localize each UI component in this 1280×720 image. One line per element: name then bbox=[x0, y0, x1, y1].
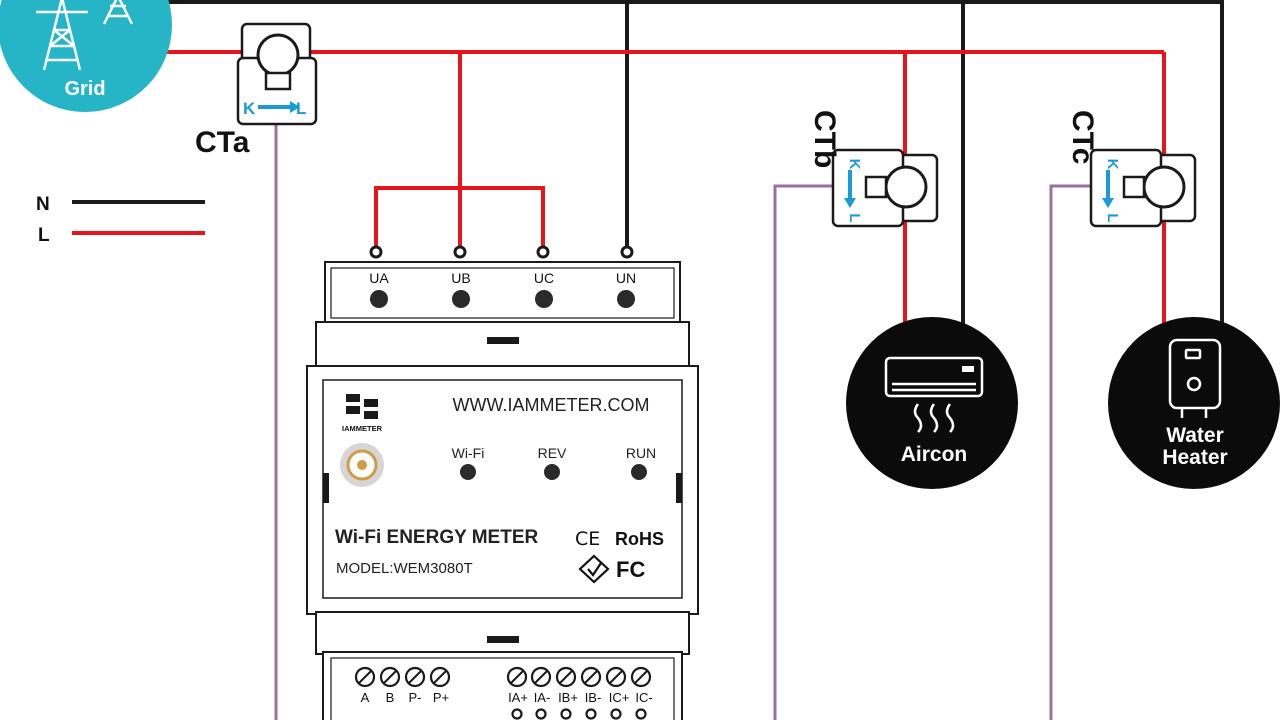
terminal-uc: UC bbox=[534, 245, 554, 308]
ct-b-clamp: K L bbox=[831, 148, 939, 228]
ce-mark: CE bbox=[575, 528, 600, 550]
indicator-rev-label: REV bbox=[538, 445, 567, 461]
legend: N L bbox=[36, 194, 205, 246]
water-heater-icon bbox=[1168, 338, 1222, 418]
meter-title: Wi-Fi ENERGY METER bbox=[335, 527, 538, 548]
energy-meter: UA UB UC UN bbox=[306, 245, 699, 720]
terminal-ua: UA bbox=[369, 245, 389, 308]
aircon-label: Aircon bbox=[901, 443, 968, 466]
fcc-mark: FC bbox=[616, 557, 645, 582]
rcm-mark-icon bbox=[578, 554, 610, 584]
ct-a-l-label: L bbox=[296, 99, 306, 118]
terminal-un: UN bbox=[616, 245, 636, 308]
terminal-ic-plus-label: IC+ bbox=[609, 690, 630, 705]
terminal-b-label: B bbox=[386, 690, 395, 705]
rohs-mark: RoHS bbox=[615, 529, 664, 549]
ct-a-label: CTa bbox=[195, 126, 250, 159]
bottom-terminal-block bbox=[322, 651, 683, 720]
terminal-ub-screw bbox=[452, 290, 470, 308]
ctc-signal-wire bbox=[1049, 184, 1095, 720]
bottom-terminals-right: IA+ IA- IB+ IB- bbox=[506, 666, 653, 720]
terminal-ub-label: UB bbox=[451, 270, 470, 286]
meter-model: MODEL:WEM3080T bbox=[336, 560, 473, 577]
terminal-ub: UB bbox=[451, 245, 471, 308]
ct-a-clamp: K L bbox=[236, 22, 318, 126]
top-terminals: UA UB UC UN bbox=[369, 245, 636, 308]
bottom-din-slot bbox=[487, 636, 519, 643]
right-clip bbox=[676, 473, 682, 503]
grid-circle bbox=[0, 0, 172, 112]
indicator-run-label: RUN bbox=[626, 445, 656, 461]
terminal-p-minus: P- bbox=[404, 666, 426, 705]
legend-live-label: L bbox=[38, 225, 50, 246]
water-heater-label-line1: Water bbox=[1166, 424, 1224, 447]
terminal-p-minus-label: P- bbox=[409, 690, 422, 705]
ct-signal-wires bbox=[274, 118, 1095, 720]
aircon-load: Aircon bbox=[846, 317, 1018, 489]
water-heater-load: Water Heater bbox=[1108, 317, 1280, 489]
water-heater-label-line2: Heater bbox=[1162, 446, 1227, 469]
grid-source: Grid bbox=[0, 0, 172, 112]
ctb-signal-wire bbox=[773, 184, 838, 720]
terminal-ib-minus-label: IB- bbox=[585, 690, 602, 705]
terminal-ia-minus-label: IA- bbox=[534, 690, 551, 705]
terminal-b: B bbox=[379, 666, 401, 705]
terminal-ia-plus-label: IA+ bbox=[508, 690, 528, 705]
indicator-rev-led bbox=[544, 464, 560, 480]
ct-b-label: CTb bbox=[808, 110, 841, 168]
ct-c-clamp: K L bbox=[1089, 148, 1197, 228]
bottom-terminals-left: A B P- P+ bbox=[354, 666, 451, 705]
grid-label: Grid bbox=[64, 78, 105, 100]
terminal-a: A bbox=[354, 666, 376, 705]
ct-c-label: CTc bbox=[1066, 110, 1099, 164]
terminal-ic-plus: IC+ bbox=[605, 666, 630, 720]
terminal-ic-minus: IC- bbox=[630, 666, 653, 720]
aircon-circle bbox=[846, 317, 1018, 489]
terminal-ua-screw bbox=[370, 290, 388, 308]
terminal-ib-minus: IB- bbox=[580, 666, 602, 720]
live-to-meter-ua-uc bbox=[374, 186, 545, 250]
neutral-wires bbox=[140, 0, 1224, 330]
brand-name: IAMMETER bbox=[342, 424, 383, 433]
terminal-ib-plus: IB+ bbox=[555, 666, 578, 720]
terminal-ic-minus-label: IC- bbox=[635, 690, 652, 705]
terminal-a-label: A bbox=[361, 690, 370, 705]
ct-c-l-label: L bbox=[1104, 213, 1121, 222]
air-conditioner-icon bbox=[884, 356, 984, 433]
power-tower-icon bbox=[36, 0, 134, 71]
meter-body bbox=[306, 365, 699, 615]
terminal-un-screw bbox=[617, 290, 635, 308]
indicator-wifi-led bbox=[460, 464, 476, 480]
ct-b-k-label: K bbox=[846, 159, 863, 170]
terminal-un-label: UN bbox=[616, 270, 636, 286]
ct-c-k-label: K bbox=[1104, 159, 1121, 170]
website-text: WWW.IAMMETER.COM bbox=[453, 395, 650, 415]
terminal-p-plus: P+ bbox=[429, 666, 451, 705]
ct-a-k-label: K bbox=[243, 99, 256, 118]
indicator-wifi: Wi-Fi bbox=[452, 445, 485, 480]
ct-b-l-label: L bbox=[846, 213, 863, 222]
indicator-run: RUN bbox=[626, 445, 656, 480]
top-din-slot bbox=[487, 337, 519, 344]
indicator-rev: REV bbox=[538, 445, 567, 480]
left-clip bbox=[323, 473, 329, 503]
terminal-p-plus-label: P+ bbox=[433, 690, 449, 705]
indicator-wifi-label: Wi-Fi bbox=[452, 445, 485, 461]
terminal-ia-plus: IA+ bbox=[506, 666, 528, 720]
terminal-ib-plus-label: IB+ bbox=[558, 690, 578, 705]
iammeter-logo-icon bbox=[346, 394, 378, 419]
terminal-uc-screw bbox=[535, 290, 553, 308]
terminal-uc-label: UC bbox=[534, 270, 554, 286]
terminal-ia-minus: IA- bbox=[530, 666, 552, 720]
antenna-connector-icon bbox=[340, 443, 384, 487]
legend-neutral-label: N bbox=[36, 194, 50, 215]
indicator-run-led bbox=[631, 464, 647, 480]
terminal-ua-label: UA bbox=[369, 270, 389, 286]
water-heater-circle bbox=[1108, 317, 1280, 489]
